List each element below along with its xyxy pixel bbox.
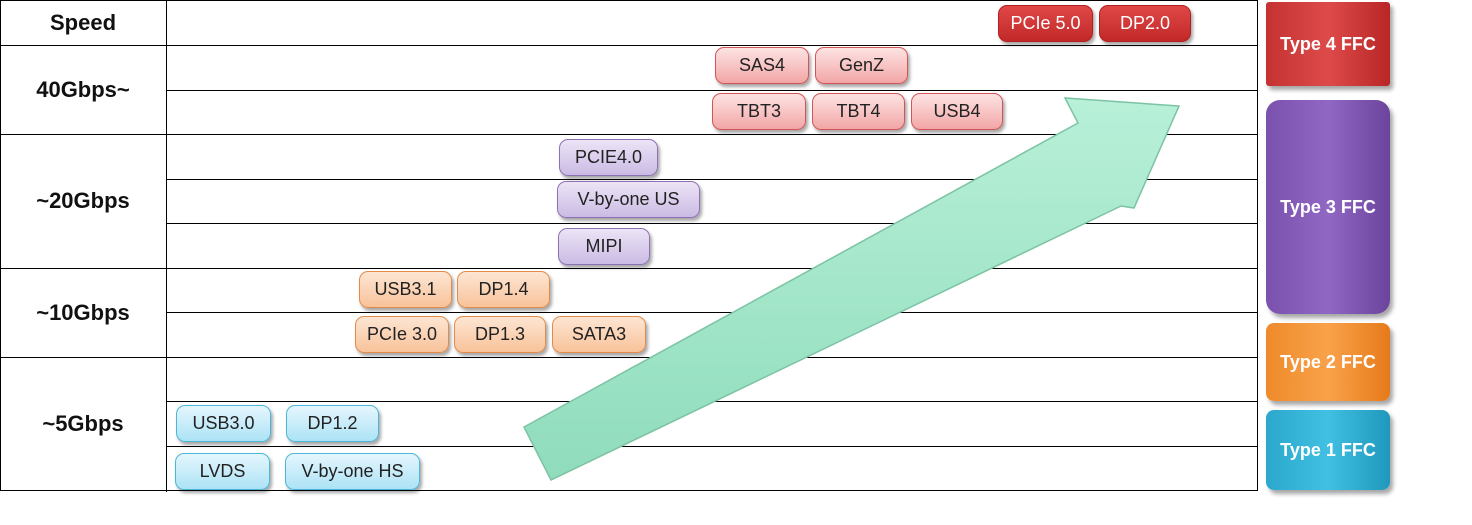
pill-dp20: DP2.0 (1099, 5, 1191, 42)
row-divider (1, 268, 1257, 269)
pill-mipi: MIPI (558, 228, 650, 265)
label-column-divider (166, 1, 167, 492)
pill-tbt3: TBT3 (712, 93, 806, 130)
pill-dp13: DP1.3 (454, 316, 546, 353)
ffc-type3-block: Type 3 FFC (1266, 100, 1390, 314)
pill-usb30: USB3.0 (176, 405, 271, 442)
pill-vbyone-us: V-by-one US (557, 181, 700, 218)
row-divider (167, 90, 1257, 91)
pill-usb31: USB3.1 (359, 271, 452, 308)
pill-genz: GenZ (815, 47, 908, 84)
pill-pcie40: PCIE4.0 (559, 139, 658, 176)
pill-dp12: DP1.2 (286, 405, 379, 442)
pill-dp14: DP1.4 (457, 271, 550, 308)
ffc-type1-block: Type 1 FFC (1266, 410, 1390, 490)
row-label-5gbps: ~5Gbps (42, 411, 124, 436)
row-divider (1, 357, 1257, 358)
row-label-40gbps: 40Gbps~ (36, 76, 130, 102)
ffc-type4-block: Type 4 FFC (1266, 2, 1390, 86)
speed-header: Speed (49, 9, 117, 35)
row-divider (167, 446, 1257, 447)
growth-arrow-shape (523, 97, 1181, 481)
pill-sas4: SAS4 (715, 47, 809, 84)
row-divider (1, 134, 1257, 135)
row-divider (167, 179, 1257, 180)
row-label-10gbps: ~10Gbps (36, 299, 130, 325)
pill-pcie50: PCIe 5.0 (998, 5, 1093, 42)
pill-tbt4: TBT4 (812, 93, 905, 130)
row-divider (1, 45, 1257, 46)
row-divider (167, 312, 1257, 313)
row-divider (167, 223, 1257, 224)
pill-vbyone-hs: V-by-one HS (285, 453, 420, 490)
pill-sata3: SATA3 (552, 316, 646, 353)
pill-usb4: USB4 (911, 93, 1003, 130)
ffc-type2-block: Type 2 FFC (1266, 323, 1390, 401)
pill-pcie30: PCIe 3.0 (355, 316, 449, 353)
row-label-20gbps: ~20Gbps (36, 188, 130, 213)
pill-lvds: LVDS (175, 453, 270, 490)
